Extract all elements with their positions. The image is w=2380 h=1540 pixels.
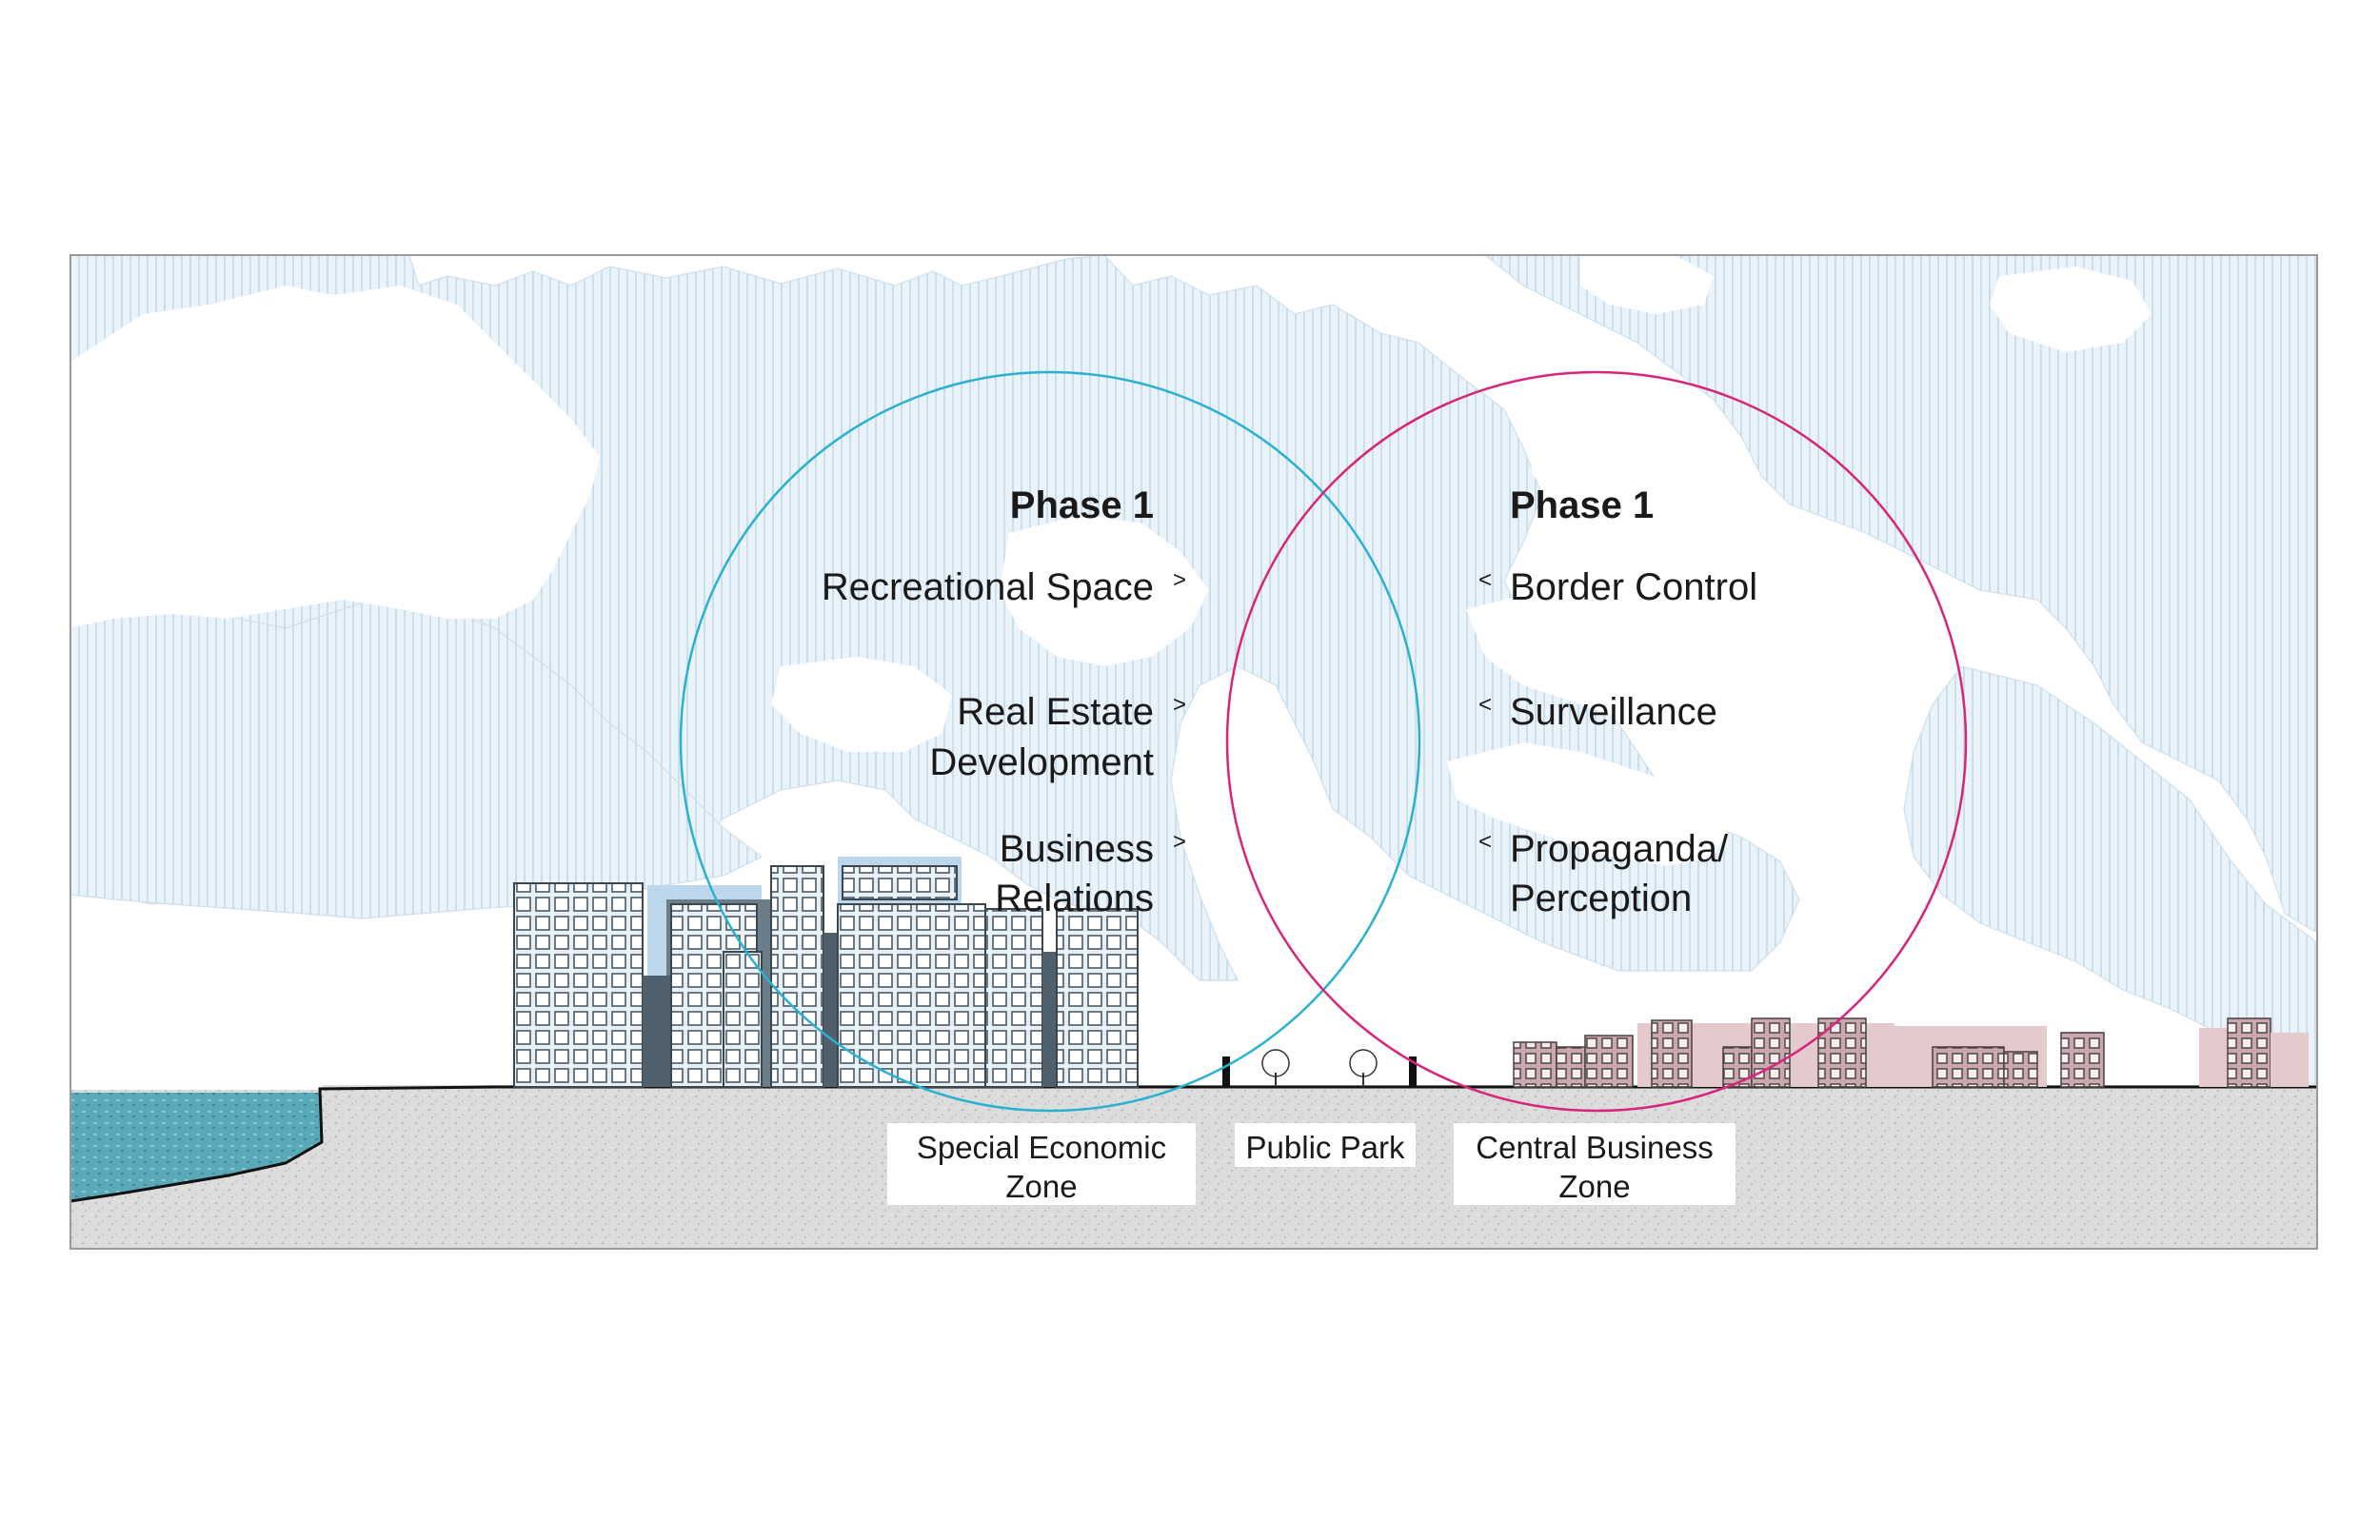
special-economic-zone-buildings — [513, 857, 1139, 1088]
right-item-3-arrow: < — [1478, 829, 1492, 855]
left-item-2-arrow: > — [1173, 692, 1186, 718]
right-item-1-arrow: < — [1478, 567, 1492, 593]
water-body — [70, 1093, 322, 1201]
right-item-3-line1: Propaganda/ — [1510, 828, 1729, 870]
zone-sez-line2: Zone — [1005, 1169, 1077, 1204]
tree-icon — [1261, 1049, 1290, 1087]
left-item-1-line1: Recreational Space — [822, 566, 1154, 608]
zone-label-cbd: Central Business Zone — [1454, 1123, 1735, 1205]
left-item-3-arrow: > — [1173, 829, 1186, 855]
left-phase-labels: Phase 1 Recreational Space > Real Estate… — [822, 484, 1186, 919]
left-item-3-line2: Relations — [995, 878, 1154, 919]
left-item-3-line1: Business — [1000, 828, 1154, 870]
bollard — [1222, 1056, 1230, 1087]
left-phase-title: Phase 1 — [1010, 484, 1154, 526]
left-item-2-line2: Development — [929, 741, 1154, 783]
left-item-1-arrow: > — [1173, 567, 1186, 593]
frame-border — [69, 254, 2318, 1250]
white-cloud-areas — [70, 255, 2152, 866]
left-item-2-line1: Real Estate — [957, 691, 1154, 733]
zone-park-line1: Public Park — [1246, 1130, 1405, 1165]
zone-sez-line1: Special Economic — [917, 1130, 1166, 1165]
bollard — [1409, 1056, 1417, 1087]
right-phase-circle — [1225, 370, 1968, 1113]
tree-icon — [1349, 1049, 1378, 1087]
right-item-2-arrow: < — [1478, 692, 1492, 718]
right-item-1-line1: Border Control — [1510, 566, 1757, 608]
right-phase-labels: Phase 1 < Border Control < Surveillance … — [1478, 484, 1757, 919]
right-item-3-line2: Perception — [1510, 878, 1692, 919]
zone-cbd-line2: Zone — [1558, 1169, 1630, 1204]
right-item-2-line1: Surveillance — [1510, 691, 1717, 733]
right-phase-title: Phase 1 — [1510, 484, 1654, 526]
zone-cbd-line1: Central Business — [1476, 1130, 1713, 1165]
left-phase-circle — [679, 370, 1421, 1113]
zone-label-sez: Special Economic Zone — [887, 1123, 1196, 1205]
zone-label-park: Public Park — [1235, 1123, 1416, 1167]
public-park-elements — [1222, 1049, 1417, 1087]
central-business-zone-buildings — [1513, 1017, 2309, 1088]
shoreline — [69, 1085, 2317, 1203]
